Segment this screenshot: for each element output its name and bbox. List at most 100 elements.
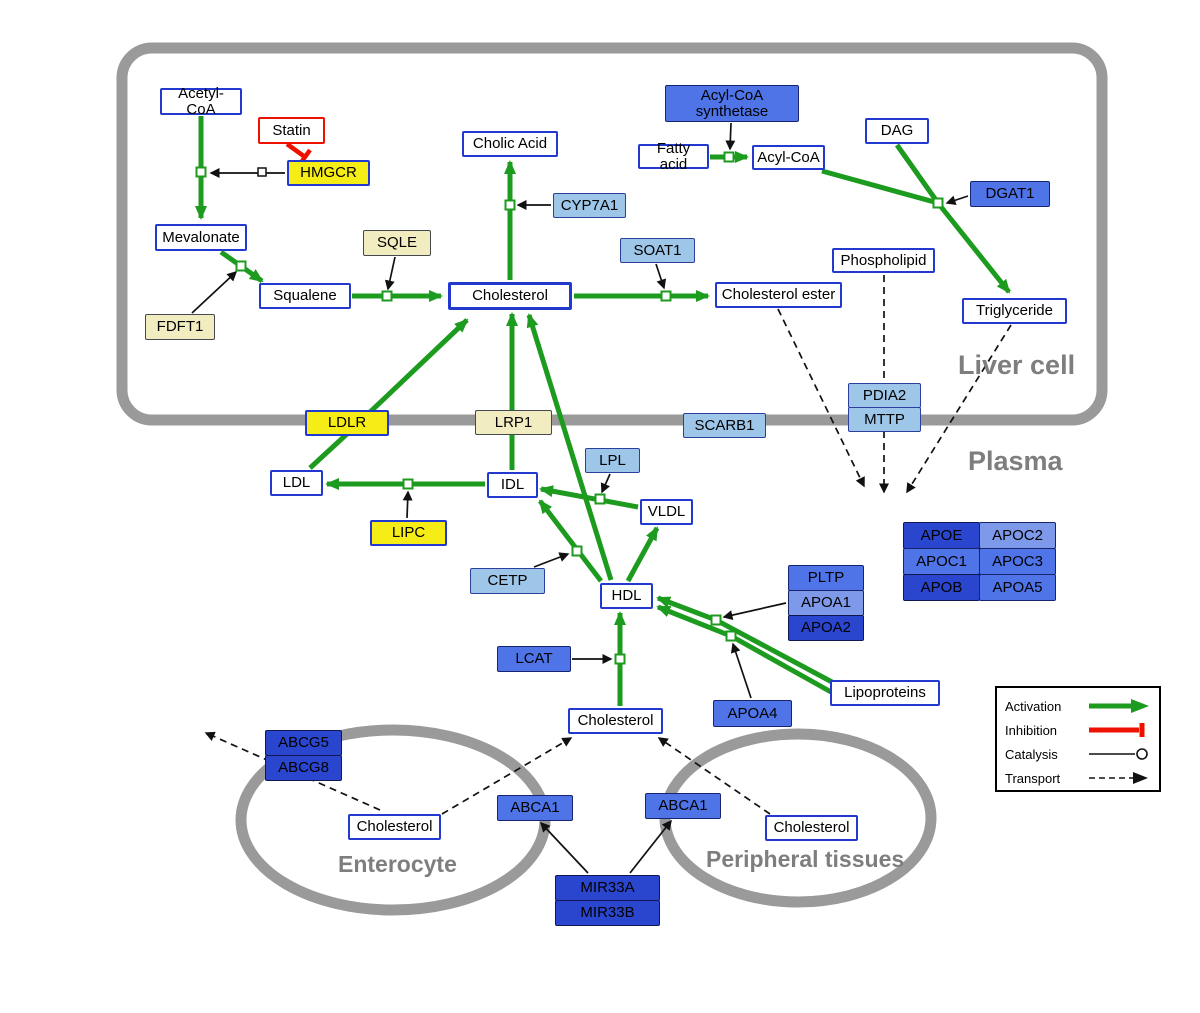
node-apob[interactable]: APOB xyxy=(903,574,980,601)
node-apoc1[interactable]: APOC1 xyxy=(903,548,980,575)
catalysis-cetp xyxy=(533,552,570,568)
reaction-lipc xyxy=(402,478,414,490)
node-vldl[interactable]: VLDL xyxy=(640,499,693,525)
node-fatty-acid[interactable]: Fatty acid xyxy=(638,140,709,172)
node-abcg8[interactable]: ABCG8 xyxy=(265,755,342,781)
reaction-soat1 xyxy=(660,290,672,302)
node-hmgcr[interactable]: HMGCR xyxy=(287,160,370,186)
reaction-acylcoa-synthetase xyxy=(723,151,735,163)
node-abca1-peripheral[interactable]: ABCA1 xyxy=(645,793,721,819)
reaction-apoa-stack xyxy=(710,614,722,626)
transport-dashed-arrow-glyph xyxy=(1089,772,1148,784)
node-soat1[interactable]: SOAT1 xyxy=(620,238,695,263)
activation-vldl-idl xyxy=(539,485,639,510)
catalysis-apoa-stack xyxy=(722,602,787,621)
transport-peripheral-cholesterol-to-plasma xyxy=(657,737,771,815)
node-abca1-enterocyte[interactable]: ABCA1 xyxy=(497,795,573,821)
peripheral-tissues-label: Peripheral tissues xyxy=(706,846,905,872)
node-acetyl-coa[interactable]: Acetyl-CoA xyxy=(160,85,242,117)
legend-row-inhibition: Inhibition xyxy=(1005,718,1151,742)
node-lipoproteins[interactable]: Lipoproteins xyxy=(830,680,940,706)
node-cholesterol-liver[interactable]: Cholesterol xyxy=(448,282,572,310)
node-cyp7a1[interactable]: CYP7A1 xyxy=(553,193,626,218)
node-mevalonate[interactable]: Mevalonate xyxy=(155,224,247,251)
activation-hdl-cholesterol xyxy=(526,313,614,581)
catalysis-mir33-abca1-left xyxy=(539,821,589,874)
node-mir33a[interactable]: MIR33A xyxy=(555,875,660,901)
inhibition-bar-glyph xyxy=(1089,723,1145,737)
legend-row-activation: Activation xyxy=(1005,694,1151,718)
node-squalene[interactable]: Squalene xyxy=(259,283,351,309)
node-mttp[interactable]: MTTP xyxy=(848,407,921,432)
catalysis-lipc xyxy=(402,490,413,519)
reaction-fdft1 xyxy=(235,260,247,272)
reaction-cetp xyxy=(571,545,583,557)
node-acyl-coa[interactable]: Acyl-CoA xyxy=(752,145,825,170)
liver-cell-label: Liver cell xyxy=(958,350,1076,380)
catalysis-apoa4 xyxy=(730,642,752,699)
node-sqle[interactable]: SQLE xyxy=(363,230,431,256)
legend-row-transport: Transport xyxy=(1005,766,1151,790)
legend-inhibition-label: Inhibition xyxy=(1005,722,1058,738)
node-cholesterol-enterocyte[interactable]: Cholesterol xyxy=(348,814,441,840)
node-phospholipid[interactable]: Phospholipid xyxy=(832,248,935,273)
node-apoc2[interactable]: APOC2 xyxy=(979,522,1056,549)
catalysis-lpl xyxy=(600,473,611,494)
node-ldlr[interactable]: LDLR xyxy=(305,410,389,436)
inhibition-line xyxy=(285,142,307,159)
legend-row-catalysis: Catalysis xyxy=(1005,742,1151,766)
node-apoa4[interactable]: APOA4 xyxy=(713,700,792,727)
reaction-hmgcr xyxy=(195,166,207,178)
node-pdia2[interactable]: PDIA2 xyxy=(848,383,921,408)
node-lcat[interactable]: LCAT xyxy=(497,646,571,672)
node-cholesterol-ester[interactable]: Cholesterol ester xyxy=(715,282,842,308)
reaction-dgat1 xyxy=(932,197,944,209)
node-lrp1[interactable]: LRP1 xyxy=(475,410,552,435)
transport-cholesterolester-lipoprotein xyxy=(777,308,865,488)
activation-ldl-ldlr-cholesterol xyxy=(308,318,469,470)
node-lipc[interactable]: LIPC xyxy=(370,520,447,546)
node-pltp[interactable]: PLTP xyxy=(788,565,864,591)
node-apoc3[interactable]: APOC3 xyxy=(979,548,1056,575)
node-cetp[interactable]: CETP xyxy=(470,568,545,594)
node-mir33b[interactable]: MIR33B xyxy=(555,900,660,926)
node-apoa1[interactable]: APOA1 xyxy=(788,590,864,616)
catalysis-fdft1 xyxy=(191,270,238,314)
legend-transport-label: Transport xyxy=(1005,770,1061,786)
activation-arrow-glyph xyxy=(1089,699,1149,713)
node-apoa2[interactable]: APOA2 xyxy=(788,615,864,641)
node-dgat1[interactable]: DGAT1 xyxy=(970,181,1050,207)
enterocyte-label: Enterocyte xyxy=(338,851,457,877)
liver-cell-membrane xyxy=(116,42,1108,426)
node-hdl[interactable]: HDL xyxy=(600,583,653,609)
node-ldl[interactable]: LDL xyxy=(270,470,323,496)
reaction-lpl xyxy=(594,493,606,505)
node-lpl[interactable]: LPL xyxy=(585,448,640,473)
node-dag[interactable]: DAG xyxy=(865,118,929,144)
catalysis-dgat1 xyxy=(945,195,969,206)
transport-abcg5-abcg8-efflux xyxy=(204,731,381,811)
node-acyl-coa-synthetase[interactable]: Acyl-CoA synthetase xyxy=(665,85,799,122)
node-cholesterol-plasma[interactable]: Cholesterol xyxy=(568,708,663,734)
node-statin[interactable]: Statin xyxy=(258,117,325,144)
node-cholesterol-peripheral[interactable]: Cholesterol xyxy=(765,815,858,841)
node-abcg5[interactable]: ABCG5 xyxy=(265,730,342,756)
catalysis-edges xyxy=(191,122,969,874)
legend-activation-label: Activation xyxy=(1005,698,1062,714)
catalysis-acylcoa-synthetase xyxy=(725,122,736,151)
node-fdft1[interactable]: FDFT1 xyxy=(145,314,215,340)
legend-catalysis-label: Catalysis xyxy=(1005,746,1058,762)
reaction-lcat xyxy=(614,653,626,665)
node-triglyceride[interactable]: Triglyceride xyxy=(962,298,1067,324)
transport-enterocyte-cholesterol-to-plasma xyxy=(441,737,573,815)
plasma-label: Plasma xyxy=(968,446,1063,476)
node-apoa5[interactable]: APOA5 xyxy=(979,574,1056,601)
node-idl[interactable]: IDL xyxy=(487,472,538,498)
activation-hdl-idl-cetp xyxy=(538,499,603,583)
catalysis-port xyxy=(257,167,267,177)
activation-junction-triglyceride xyxy=(936,201,1011,294)
node-cholic-acid[interactable]: Cholic Acid xyxy=(462,131,558,157)
node-scarb1[interactable]: SCARB1 xyxy=(683,413,766,438)
reaction-sqle xyxy=(381,290,393,302)
node-apoe[interactable]: APOE xyxy=(903,522,980,549)
